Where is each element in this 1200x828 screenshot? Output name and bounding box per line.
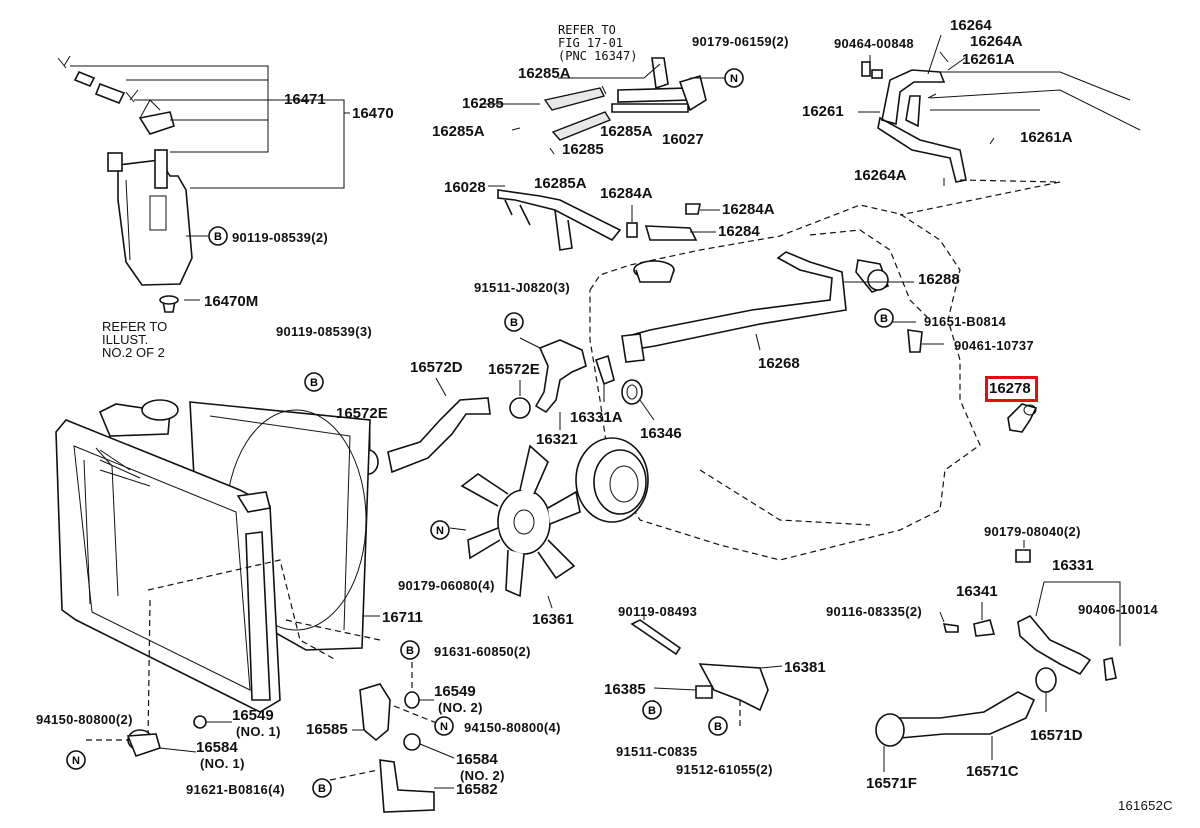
label-16027: 16027: [662, 131, 704, 148]
label-90406-10014: 90406-10014: [1078, 602, 1158, 617]
label-16471: 16471: [284, 91, 326, 108]
svg-text:B: B: [510, 317, 518, 329]
svg-text:N: N: [72, 755, 80, 767]
label-16264A-1: 16264A: [970, 33, 1023, 50]
label-16571F: 16571F: [866, 775, 917, 792]
label-16285A-2: 16285A: [432, 123, 485, 140]
label-16285A-1: 16285A: [518, 65, 571, 82]
label-16331A: 16331A: [570, 409, 623, 426]
label-16571D: 16571D: [1030, 727, 1083, 744]
label-16331: 16331: [1052, 557, 1094, 574]
label-91621-B0816: 91621-B0816(4): [186, 782, 285, 797]
label-16285A-3: 16285A: [600, 123, 653, 140]
label-16549-1: 16549: [232, 707, 274, 724]
label-16470: 16470: [352, 105, 394, 122]
refer-illust-note: REFER TO ILLUST. NO.2 OF 2: [102, 319, 168, 360]
label-90119-08539-3: 90119-08539(3): [276, 324, 372, 339]
bypass-hoses-drawing: [480, 57, 728, 251]
label-16572E-2: 16572E: [336, 405, 388, 422]
reservoir-tank-drawing: [57, 55, 350, 313]
fan-drawing: [449, 444, 581, 609]
svg-text:N: N: [436, 525, 444, 537]
label-16341: 16341: [956, 583, 998, 600]
label-16285-1: 16285: [462, 95, 504, 112]
label-16261A-1: 16261A: [962, 51, 1015, 68]
label-90119-08493: 90119-08493: [618, 604, 698, 619]
label-16284: 16284: [718, 223, 760, 240]
engine-outline-drawing: [575, 204, 981, 561]
bracket-16381-drawing: [630, 614, 783, 726]
svg-text:N: N: [440, 721, 448, 733]
label-16572E-1: 16572E: [488, 361, 540, 378]
svg-text:N: N: [730, 73, 738, 85]
svg-text:B: B: [648, 705, 656, 717]
label-16264A-2: 16264A: [854, 167, 907, 184]
diagram-id: 161652C: [1118, 798, 1173, 813]
label-16261A-2: 16261A: [1020, 129, 1073, 146]
label-16284A-2: 16284A: [722, 201, 775, 218]
lower-hoses-drawing: [875, 540, 1121, 772]
label-16361: 16361: [532, 611, 574, 628]
label-16288: 16288: [918, 271, 960, 288]
water-inlet-drawing: [519, 337, 615, 430]
label-91511-C0835: 91511-C0835: [616, 744, 698, 759]
label-90179-06080: 90179-06080(4): [398, 578, 495, 593]
label-16584-1: 16584: [196, 739, 238, 756]
label-91512-61055: 91512-61055(2): [676, 762, 773, 777]
svg-text:B: B: [406, 645, 414, 657]
label-91511-J0820: 91511-J0820(3): [474, 280, 570, 295]
label-16268: 16268: [758, 355, 800, 372]
label-16584-no2: (NO. 2): [460, 768, 505, 783]
label-16549-2: 16549: [434, 683, 476, 700]
svg-text:B: B: [880, 313, 888, 325]
label-16571C: 16571C: [966, 763, 1019, 780]
label-90461-10737: 90461-10737: [954, 338, 1034, 353]
label-94150-80800-4: 94150-80800(4): [464, 720, 561, 735]
part-16278-drawing: [1007, 403, 1038, 433]
label-16470M: 16470M: [204, 293, 259, 310]
label-16346: 16346: [640, 425, 682, 442]
svg-text:B: B: [318, 783, 326, 795]
label-16585: 16585: [306, 721, 348, 738]
label-90119-08539-2: 90119-08539(2): [232, 230, 328, 245]
label-90464-00848: 90464-00848: [834, 36, 914, 51]
label-16549-no1: (NO. 1): [236, 724, 281, 739]
lower-mount-drawing: [86, 662, 455, 813]
label-16028: 16028: [444, 179, 486, 196]
highlight-box: [985, 376, 1038, 402]
label-16261: 16261: [802, 103, 844, 120]
label-91651-B0814: 91651-B0814: [924, 314, 1007, 329]
label-16285A-4: 16285A: [534, 175, 587, 192]
label-16711: 16711: [382, 609, 423, 626]
refer-fig-note: REFER TO FIG 17-01 (PNC 16347): [558, 23, 638, 63]
label-16385: 16385: [604, 681, 646, 698]
radiator-drawing: [55, 399, 381, 743]
label-16572D: 16572D: [410, 359, 463, 376]
label-16321: 16321: [536, 431, 578, 448]
label-94150-80800-2: 94150-80800(2): [36, 712, 133, 727]
label-90179-08040: 90179-08040(2): [984, 524, 1081, 539]
svg-text:B: B: [714, 721, 722, 733]
label-16285-2: 16285: [562, 141, 604, 158]
label-16549-no2: (NO. 2): [438, 700, 483, 715]
label-16381: 16381: [784, 659, 826, 676]
label-16264: 16264: [950, 17, 992, 34]
label-90179-06159: 90179-06159(2): [692, 34, 789, 49]
label-16584-2: 16584: [456, 751, 498, 768]
label-91631-60850: 91631-60850(2): [434, 644, 531, 659]
label-16278[interactable]: 16278: [989, 380, 1031, 397]
symbol-circles: B N B B B N B N N B B B: [66, 68, 894, 798]
heater-hoses-drawing: [858, 34, 1141, 216]
svg-text:B: B: [214, 231, 222, 243]
label-16284A-1: 16284A: [600, 185, 653, 202]
upper-hose-drawing: [357, 377, 531, 475]
svg-text:B: B: [310, 377, 318, 389]
label-90116-08335: 90116-08335(2): [826, 604, 922, 619]
label-16582: 16582: [456, 781, 498, 798]
label-16584-no1: (NO. 1): [200, 756, 245, 771]
